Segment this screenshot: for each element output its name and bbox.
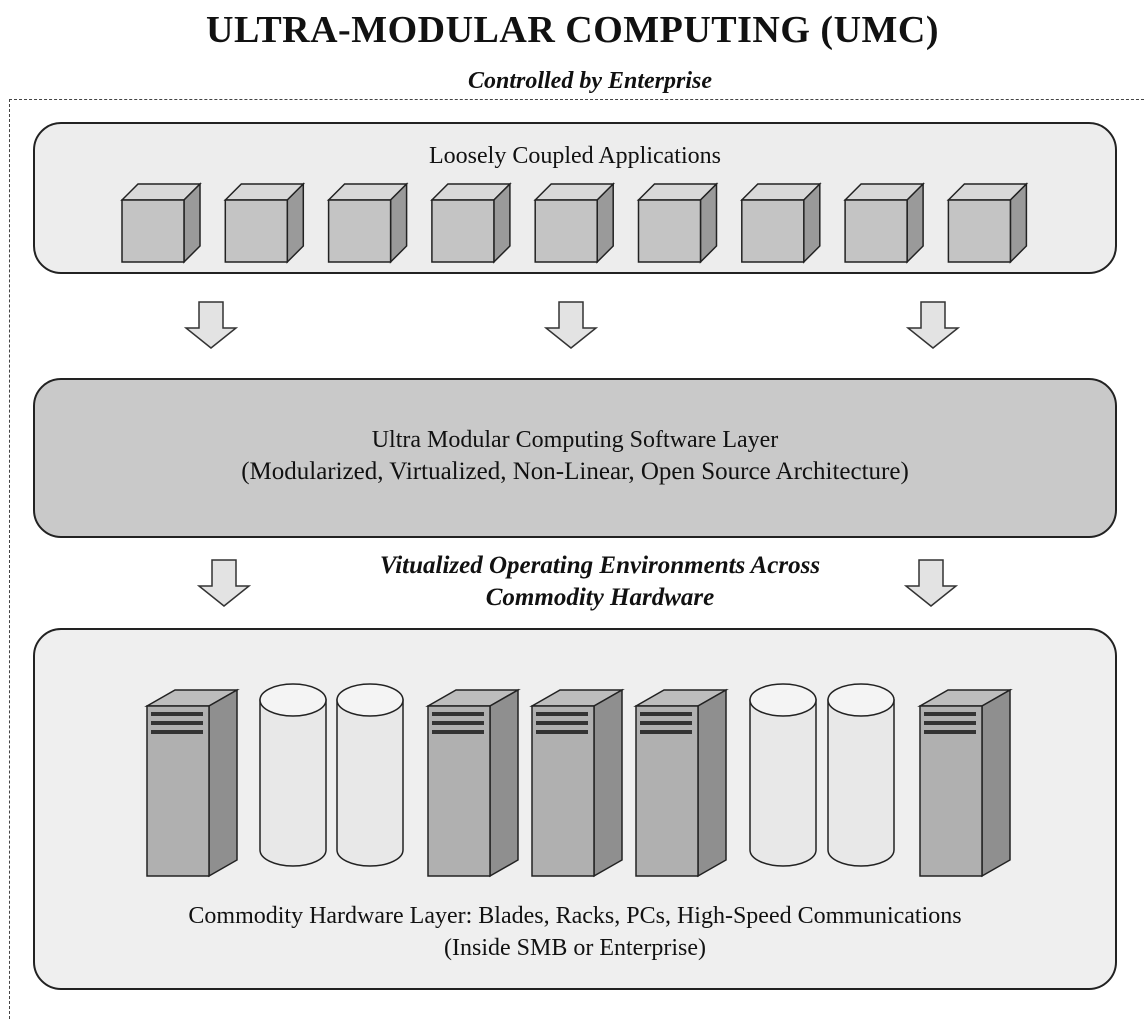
application-module-icon xyxy=(843,182,925,264)
diagram-title: ULTRA-MODULAR COMPUTING (UMC) xyxy=(206,9,939,51)
virtualized-environments-line1: Vitualized Operating Environments Across xyxy=(379,552,821,579)
hardware-layer-scope: (Inside SMB or Enterprise) xyxy=(444,935,706,961)
server-icon xyxy=(633,688,729,878)
virtualized-environments-line2: Commodity Hardware xyxy=(485,584,715,611)
application-module-icon xyxy=(223,182,306,264)
application-module-icon xyxy=(326,182,409,264)
application-module-icon xyxy=(946,182,1029,264)
application-module-icon xyxy=(739,182,822,264)
down-arrow-icon xyxy=(905,301,961,349)
down-arrow-icon xyxy=(183,301,239,349)
applications-layer-label: Loosely Coupled Applications xyxy=(429,143,721,169)
server-icon xyxy=(425,688,521,878)
application-module-icon xyxy=(533,182,616,264)
application-module-icon xyxy=(430,182,512,264)
diagram-subtitle: Controlled by Enterprise xyxy=(467,68,713,94)
hardware-layer-title: Commodity Hardware Layer: Blades, Racks,… xyxy=(188,903,962,929)
down-arrow-icon xyxy=(196,559,252,607)
storage-icon xyxy=(336,683,404,867)
enterprise-boundary xyxy=(9,99,1145,1019)
server-icon xyxy=(529,688,625,878)
software-layer xyxy=(33,378,1117,538)
down-arrow-icon xyxy=(903,559,959,607)
software-layer-title: Ultra Modular Computing Software Layer xyxy=(371,427,779,453)
server-icon xyxy=(144,688,240,878)
storage-icon xyxy=(259,683,327,867)
storage-icon xyxy=(749,683,817,867)
down-arrow-icon xyxy=(543,301,599,349)
virtualized-environments-label: Vitualized Operating Environments Across… xyxy=(250,550,950,614)
software-layer-description: (Modularized, Virtualized, Non-Linear, O… xyxy=(241,458,909,485)
storage-icon xyxy=(827,683,895,867)
application-module-icon xyxy=(636,182,719,264)
server-icon xyxy=(917,688,1013,878)
application-module-icon xyxy=(120,182,202,264)
